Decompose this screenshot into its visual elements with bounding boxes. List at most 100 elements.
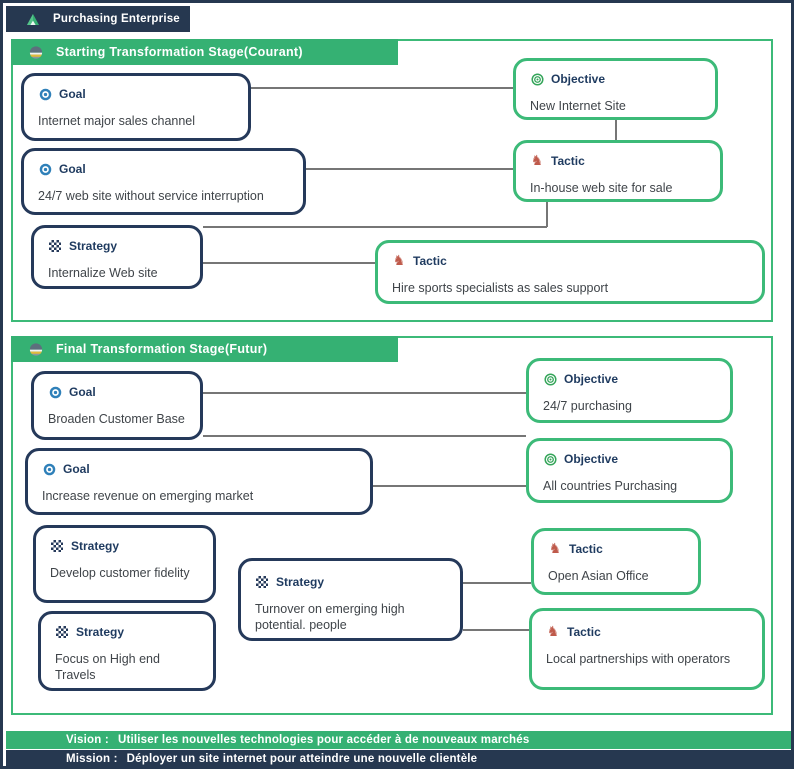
stage-title: Final Transformation Stage(Futur) [56, 342, 268, 356]
node-type-label: Objective [551, 72, 606, 86]
goal-icon [42, 462, 56, 476]
mission-label: Mission : [66, 753, 118, 765]
node-text: Increase revenue on emerging market [42, 489, 254, 503]
node-text: In-house web site for sale [530, 181, 673, 195]
goal-icon [38, 87, 52, 101]
node-text: Turnover on emerging high potential. peo… [255, 602, 405, 632]
node-type-label: Strategy [71, 539, 120, 553]
goal-node[interactable]: Goal Increase revenue on emerging market [25, 448, 373, 515]
node-type-label: Tactic [567, 625, 601, 639]
enterprise-triangle-icon [26, 12, 40, 26]
connector [203, 226, 547, 228]
tactic-node[interactable]: ♞ Tactic Hire sports specialists as sale… [375, 240, 765, 304]
node-text: Internalize Web site [48, 266, 158, 280]
objective-icon [530, 72, 544, 86]
objective-icon [543, 452, 557, 466]
stage-title: Starting Transformation Stage(Courant) [56, 45, 303, 59]
stage-header-futur[interactable]: Final Transformation Stage(Futur) [11, 336, 398, 362]
node-text: 24/7 web site without service interrupti… [38, 189, 264, 203]
node-type-label: Strategy [76, 625, 125, 639]
node-type-label: Objective [564, 452, 619, 466]
node-text: Hire sports specialists as sales support [392, 281, 609, 295]
node-text: Develop customer fidelity [50, 566, 190, 580]
node-head: Objective [543, 452, 716, 466]
objective-node[interactable]: Objective New Internet Site [513, 58, 718, 120]
goal-icon [38, 162, 52, 176]
node-head: ♞ Tactic [530, 154, 706, 168]
stage-sphere-icon [29, 45, 43, 59]
tactic-knight-icon: ♞ [548, 541, 562, 557]
node-type-label: Tactic [551, 154, 585, 168]
connector [251, 87, 513, 89]
objective-icon [543, 372, 557, 386]
strategy-node[interactable]: Strategy Develop customer fidelity [33, 525, 216, 603]
enterprise-title-bar[interactable]: Purchasing Enterprise [6, 6, 190, 32]
strategy-node[interactable]: Strategy Internalize Web site [31, 225, 203, 289]
node-type-label: Goal [59, 162, 86, 176]
strategy-grid-icon [50, 539, 64, 553]
tactic-node[interactable]: ♞ Tactic Open Asian Office [531, 528, 701, 595]
connector [615, 120, 617, 140]
tactic-knight-icon: ♞ [530, 153, 544, 169]
objective-node[interactable]: Objective All countries Purchasing [526, 438, 733, 503]
goal-icon [48, 385, 62, 399]
node-head: Goal [48, 385, 186, 399]
strategy-node[interactable]: Strategy Turnover on emerging high poten… [238, 558, 463, 641]
stage-sphere-icon [29, 342, 43, 356]
strategy-grid-icon [55, 625, 69, 639]
node-type-label: Objective [564, 372, 619, 386]
vision-label: Vision : [66, 734, 109, 746]
node-text: Local partnerships with operators [546, 652, 731, 666]
node-head: ♞ Tactic [548, 542, 684, 556]
connector [203, 392, 526, 394]
node-type-label: Strategy [276, 575, 325, 589]
node-head: ♞ Tactic [392, 254, 748, 268]
node-head: Strategy [55, 625, 199, 639]
node-type-label: Goal [63, 462, 90, 476]
connector [373, 485, 526, 487]
tactic-node[interactable]: ♞ Tactic In-house web site for sale [513, 140, 723, 202]
node-head: Objective [543, 372, 716, 386]
connector [203, 262, 375, 264]
node-head: Strategy [255, 575, 446, 589]
goal-node[interactable]: Goal Internet major sales channel [21, 73, 251, 141]
vision-text: Utiliser les nouvelles technologies pour… [117, 734, 530, 746]
tactic-knight-icon: ♞ [546, 624, 560, 640]
connector [463, 629, 529, 631]
tactic-node[interactable]: ♞ Tactic Local partnerships with operato… [529, 608, 765, 690]
node-text: Internet major sales channel [38, 114, 196, 128]
node-type-label: Tactic [413, 254, 447, 268]
node-text: Open Asian Office [548, 569, 649, 583]
strategy-node[interactable]: Strategy Focus on High end Travels [38, 611, 216, 691]
stage-header-courant[interactable]: Starting Transformation Stage(Courant) [11, 39, 398, 65]
tactic-knight-icon: ♞ [392, 253, 406, 269]
vision-banner[interactable]: Vision : Utiliser les nouvelles technolo… [6, 731, 791, 749]
enterprise-title: Purchasing Enterprise [53, 13, 180, 25]
node-head: Goal [38, 87, 234, 101]
node-head: Objective [530, 72, 701, 86]
strategy-grid-icon [48, 239, 62, 253]
node-type-label: Tactic [569, 542, 603, 556]
node-text: New Internet Site [530, 99, 626, 113]
node-type-label: Goal [59, 87, 86, 101]
goal-node[interactable]: Goal 24/7 web site without service inter… [21, 148, 306, 215]
strategy-grid-icon [255, 575, 269, 589]
mission-text: Déployer un site internet pour atteindre… [126, 753, 478, 765]
node-head: ♞ Tactic [546, 625, 748, 639]
mission-banner[interactable]: Mission : Déployer un site internet pour… [6, 750, 791, 766]
node-head: Goal [42, 462, 356, 476]
node-head: Strategy [48, 239, 186, 253]
connector [306, 168, 513, 170]
node-text: 24/7 purchasing [543, 399, 632, 413]
node-type-label: Goal [69, 385, 96, 399]
node-type-label: Strategy [69, 239, 118, 253]
objective-node[interactable]: Objective 24/7 purchasing [526, 358, 733, 423]
goal-node[interactable]: Goal Broaden Customer Base [31, 371, 203, 440]
node-text: Broaden Customer Base [48, 412, 185, 426]
node-head: Goal [38, 162, 289, 176]
node-head: Strategy [50, 539, 199, 553]
connector [203, 435, 526, 437]
node-text: All countries Purchasing [543, 479, 678, 493]
connector [546, 202, 548, 227]
